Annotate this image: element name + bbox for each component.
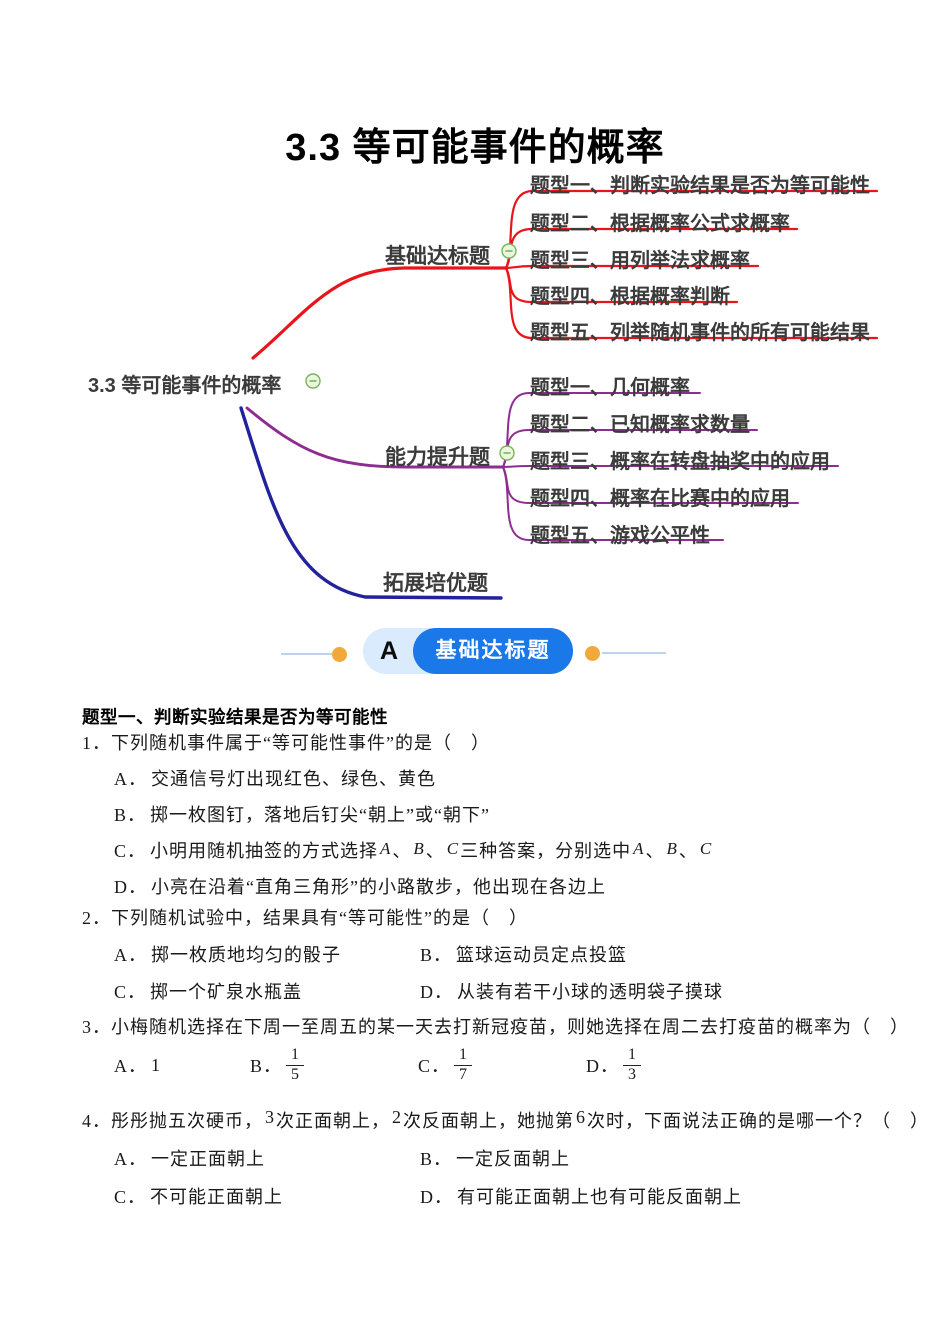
option-label: C．	[114, 841, 147, 861]
question-2-option-d: D．从装有若干小球的透明袋子摸球	[420, 978, 723, 1004]
mindmap-advanced-child-5: 题型五、游戏公平性	[530, 525, 710, 547]
section-badge-label: 基础达标题	[413, 628, 573, 674]
option-text: 掷一枚图钉，落地后钉尖“朝上”或“朝下”	[150, 805, 490, 825]
mindmap-node-extension: 拓展培优题	[383, 572, 488, 595]
collapse-icon-root	[305, 373, 321, 389]
option-value: 1	[151, 1054, 161, 1075]
mindmap-node-basic: 基础达标题	[385, 245, 490, 268]
branch-extension-lines	[239, 406, 503, 600]
question-3-option-a: A．1	[114, 1040, 161, 1090]
badge-right-dot	[585, 646, 600, 661]
option-text: 有可能正面朝上也有可能反面朝上	[457, 1187, 742, 1207]
option-label: A．	[114, 769, 147, 789]
option-label: C．	[114, 982, 147, 1002]
option-label: D．	[420, 1187, 453, 1207]
section-heading: 题型一、判断实验结果是否为等可能性	[82, 707, 388, 727]
badge-left-line	[281, 653, 332, 655]
question-1-option-d: D．小亮在沿着“直角三角形”的小路散步，他出现在各边上	[114, 873, 606, 899]
question-2-stem: 2．下列随机试验中，结果具有“等可能性”的是（ ）	[82, 908, 528, 928]
option-label: B．	[420, 1149, 453, 1169]
option-text: 不可能正面朝上	[150, 1187, 284, 1207]
question-1-option-a: A．交通信号灯出现红色、绿色、黄色	[114, 765, 436, 791]
option-text: 掷一个矿泉水瓶盖	[150, 982, 303, 1002]
question-2-number: 2．	[82, 908, 111, 928]
option-text: 掷一枚质地均匀的骰子	[151, 945, 341, 965]
mindmap-advanced-child-3: 题型三、概率在转盘抽奖中的应用	[530, 451, 830, 473]
option-label: A．	[114, 1149, 147, 1169]
branch-advanced-child-2-line	[502, 429, 758, 468]
collapse-icon-advanced	[499, 445, 515, 461]
mindmap-basic-child-5: 题型五、列举随机事件的所有可能结果	[530, 322, 870, 344]
option-label: D．	[114, 877, 147, 897]
question-4-option-a: A．一定正面朝上	[114, 1145, 265, 1171]
mindmap-advanced-child-1: 题型一、几何概率	[530, 377, 690, 399]
option-label: C．	[114, 1187, 147, 1207]
question-2-option-c: C．掷一个矿泉水瓶盖	[114, 978, 302, 1004]
option-label: B．	[250, 1056, 283, 1076]
option-text: 一定反面朝上	[456, 1149, 571, 1169]
branch-advanced-child-5-line	[502, 466, 724, 541]
question-3-stem: 3．小梅随机选择在下周一至周五的某一天去打新冠疫苗，则她选择在周二去打疫苗的概率…	[82, 1017, 909, 1037]
option-label: A．	[114, 1056, 147, 1076]
question-1-stem: 1．下列随机事件属于“等可能性事件”的是（ ）	[82, 733, 490, 753]
option-text: 交通信号灯出现红色、绿色、黄色	[151, 769, 436, 789]
question-2-option-a: A．掷一枚质地均匀的骰子	[114, 941, 341, 967]
mindmap-basic-child-1: 题型一、判断实验结果是否为等可能性	[530, 175, 870, 197]
question-1-option-b: B．掷一枚图钉，落地后钉尖“朝上”或“朝下”	[114, 801, 490, 827]
option-text: 一定正面朝上	[151, 1149, 265, 1169]
mindmap-node-advanced: 能力提升题	[385, 446, 490, 469]
question-4-option-d: D．有可能正面朝上也有可能反面朝上	[420, 1183, 742, 1209]
branch-basic-child-5-line	[504, 266, 879, 340]
option-text: 小亮在沿着“直角三角形”的小路散步，他出现在各边上	[151, 877, 606, 897]
mindmap-root-label: 3.3 等可能事件的概率	[88, 375, 282, 397]
question-4-option-b: B．一定反面朝上	[420, 1145, 570, 1171]
mindmap-basic-child-3: 题型三、用列举法求概率	[530, 250, 750, 272]
option-label: D．	[420, 982, 453, 1002]
branch-basic-main-line	[251, 266, 508, 360]
page-title: 3.3 等可能事件的概率	[285, 127, 665, 169]
collapse-icon-basic	[501, 243, 517, 259]
question-3-number: 3．	[82, 1017, 111, 1037]
question-2-option-b: B．篮球运动员定点投篮	[420, 941, 627, 967]
option-label: A．	[114, 945, 147, 965]
branch-basic-child-2-line	[504, 227, 799, 270]
branch-extension-main-line	[239, 406, 503, 600]
mindmap-basic-child-4: 题型四、根据概率判断	[530, 286, 730, 308]
badge-left-dot	[332, 647, 347, 662]
badge-right-line	[602, 652, 666, 654]
option-text: 篮球运动员定点投篮	[456, 945, 628, 965]
option-text: 从装有若干小球的透明袋子摸球	[457, 982, 723, 1002]
question-4-option-c: C．不可能正面朝上	[114, 1183, 283, 1209]
section-badge-letter: A	[379, 637, 399, 665]
mindmap-advanced-child-4: 题型四、概率在比赛中的应用	[530, 488, 790, 510]
branch-basic-child-3-line	[504, 264, 760, 270]
option-label: C．	[418, 1056, 451, 1076]
mindmap-advanced-child-2: 题型二、已知概率求数量	[530, 414, 750, 436]
branch-advanced-main-line	[245, 406, 505, 469]
question-4-number: 4．	[82, 1111, 111, 1131]
question-1-number: 1．	[82, 733, 111, 753]
branch-advanced-child-3-line	[502, 465, 839, 468]
option-label: D．	[586, 1056, 619, 1076]
section-badge: A 基础达标题	[363, 628, 573, 674]
option-label: B．	[420, 945, 453, 965]
mindmap-diagram	[239, 189, 879, 600]
mindmap-basic-child-2: 题型二、根据概率公式求概率	[530, 213, 790, 235]
option-label: B．	[114, 805, 147, 825]
